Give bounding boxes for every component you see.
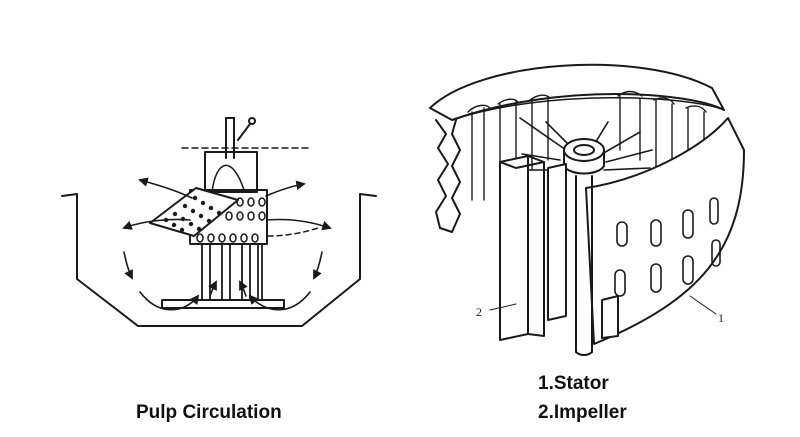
- stator-ring: [429, 63, 725, 121]
- tank-outline: [61, 193, 377, 327]
- caption-pulp-circulation: Pulp Circulation: [136, 402, 282, 423]
- impeller-hub: [563, 138, 605, 162]
- legend: 1.Stator 2.Impeller: [538, 369, 627, 427]
- callout-leader-stator: [689, 295, 717, 315]
- flotation-cell-diagram: [61, 117, 377, 327]
- impeller-vertical-blade: [499, 155, 529, 341]
- stator-slots: [614, 197, 721, 297]
- callout-leader-impeller: [489, 303, 517, 311]
- legend-item-impeller: 2.Impeller: [538, 402, 627, 423]
- standpipe: [204, 151, 258, 193]
- callout-stator: 1: [718, 311, 724, 325]
- callout-impeller: 2: [476, 305, 482, 319]
- stator-impeller-diagram: 2 1: [429, 63, 745, 356]
- circulation-arrows: [122, 177, 332, 311]
- base-plate: [161, 299, 285, 309]
- legend-item-stator: 1.Stator: [538, 373, 609, 394]
